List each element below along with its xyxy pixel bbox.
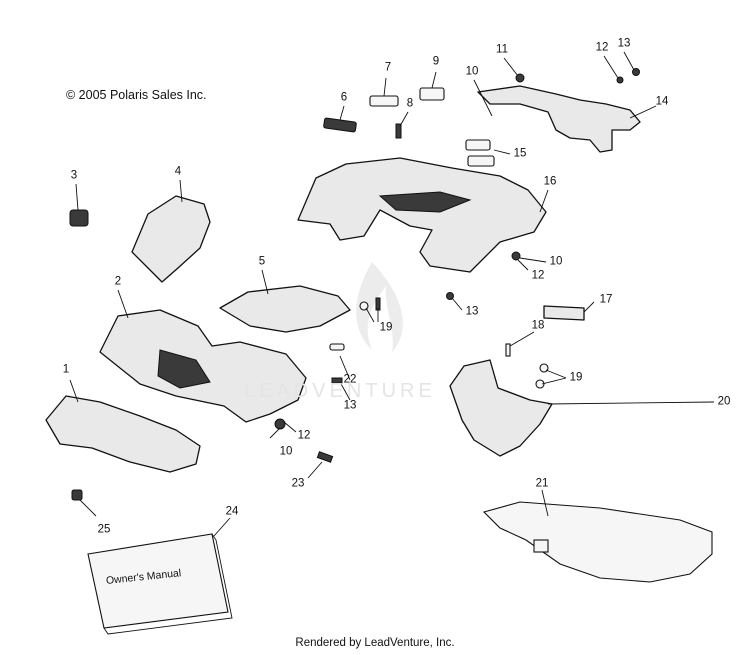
part-5-front-cover [219, 285, 351, 333]
footer-credit: Rendered by LeadVenture, Inc. [295, 637, 455, 649]
part-10-clip-b [274, 418, 286, 430]
callout-5: 5 [258, 255, 266, 268]
callout-7: 7 [384, 61, 392, 74]
part-21-seat-bracket [533, 539, 549, 553]
callout-23: 23 [291, 477, 305, 490]
callout-12-low: 12 [297, 429, 311, 442]
callout-8: 8 [406, 97, 414, 110]
callout-10-top: 10 [465, 65, 479, 78]
callout-24: 24 [225, 505, 239, 518]
callout-1: 1 [62, 363, 70, 376]
part-16-dark-recess [378, 191, 472, 213]
callout-22: 22 [343, 373, 357, 386]
callout-4: 4 [174, 165, 182, 178]
part-10-clip [511, 251, 521, 261]
part-16-rear-fender [297, 157, 547, 273]
callout-21: 21 [535, 477, 549, 490]
part-2-dark-recess [157, 349, 211, 389]
part-4-side-panel [131, 195, 211, 283]
callout-12-top: 12 [595, 41, 609, 54]
callout-3: 3 [70, 169, 78, 182]
callout-2: 2 [114, 275, 122, 288]
callout-14: 14 [655, 95, 669, 108]
watermark-text: LEADVENTURE [244, 380, 436, 402]
callout-11: 11 [496, 43, 508, 56]
part-19-rivet-d [535, 379, 545, 389]
callout-13-top: 13 [617, 37, 631, 50]
part-13-screw [632, 68, 640, 76]
callout-19-mid: 19 [379, 321, 393, 334]
leader-lines [69, 51, 715, 537]
part-18-pin [505, 343, 511, 357]
part-14-rear-cover [477, 85, 641, 153]
manual-spine [103, 533, 233, 635]
callout-13-low: 13 [343, 399, 357, 412]
part-23-bolt [316, 451, 334, 463]
part-7-decal [369, 95, 399, 107]
part-13-screw-b [331, 377, 343, 384]
copyright-notice: © 2005 Polaris Sales Inc. [66, 88, 207, 102]
callout-12-right: 12 [531, 269, 545, 282]
part-9-decal [419, 87, 445, 101]
part-8-screw [395, 123, 402, 139]
callout-9: 9 [432, 55, 440, 68]
part-3-grommet [69, 209, 89, 227]
callout-17: 17 [599, 293, 613, 306]
watermark-flame-icon [356, 262, 403, 352]
callout-20: 20 [717, 395, 731, 408]
part-2-front-fender [99, 309, 307, 423]
part-12-clip [616, 76, 624, 84]
part-22-pin [329, 343, 345, 351]
part-1-front-bumper [45, 395, 201, 473]
callout-16: 16 [543, 175, 557, 188]
callout-13-mid: 13 [465, 305, 479, 318]
part-25-clip [71, 489, 83, 501]
part-6-decal [323, 117, 357, 133]
part-17-plate [543, 305, 585, 321]
part-15-pad-b [467, 155, 495, 167]
callout-10-low: 10 [279, 445, 293, 458]
part-20-rear-side-panel [449, 359, 553, 457]
callout-6: 6 [340, 91, 348, 104]
part-13-clip [446, 292, 454, 300]
callout-10-right: 10 [549, 255, 563, 268]
callout-15: 15 [513, 147, 527, 160]
callout-25: 25 [97, 523, 111, 536]
part-24-owners-manual [87, 533, 229, 629]
part-15-pad-a [465, 139, 491, 151]
callout-18: 18 [531, 319, 545, 332]
part-21-seat [482, 501, 713, 583]
callout-19-right: 19 [569, 371, 583, 384]
